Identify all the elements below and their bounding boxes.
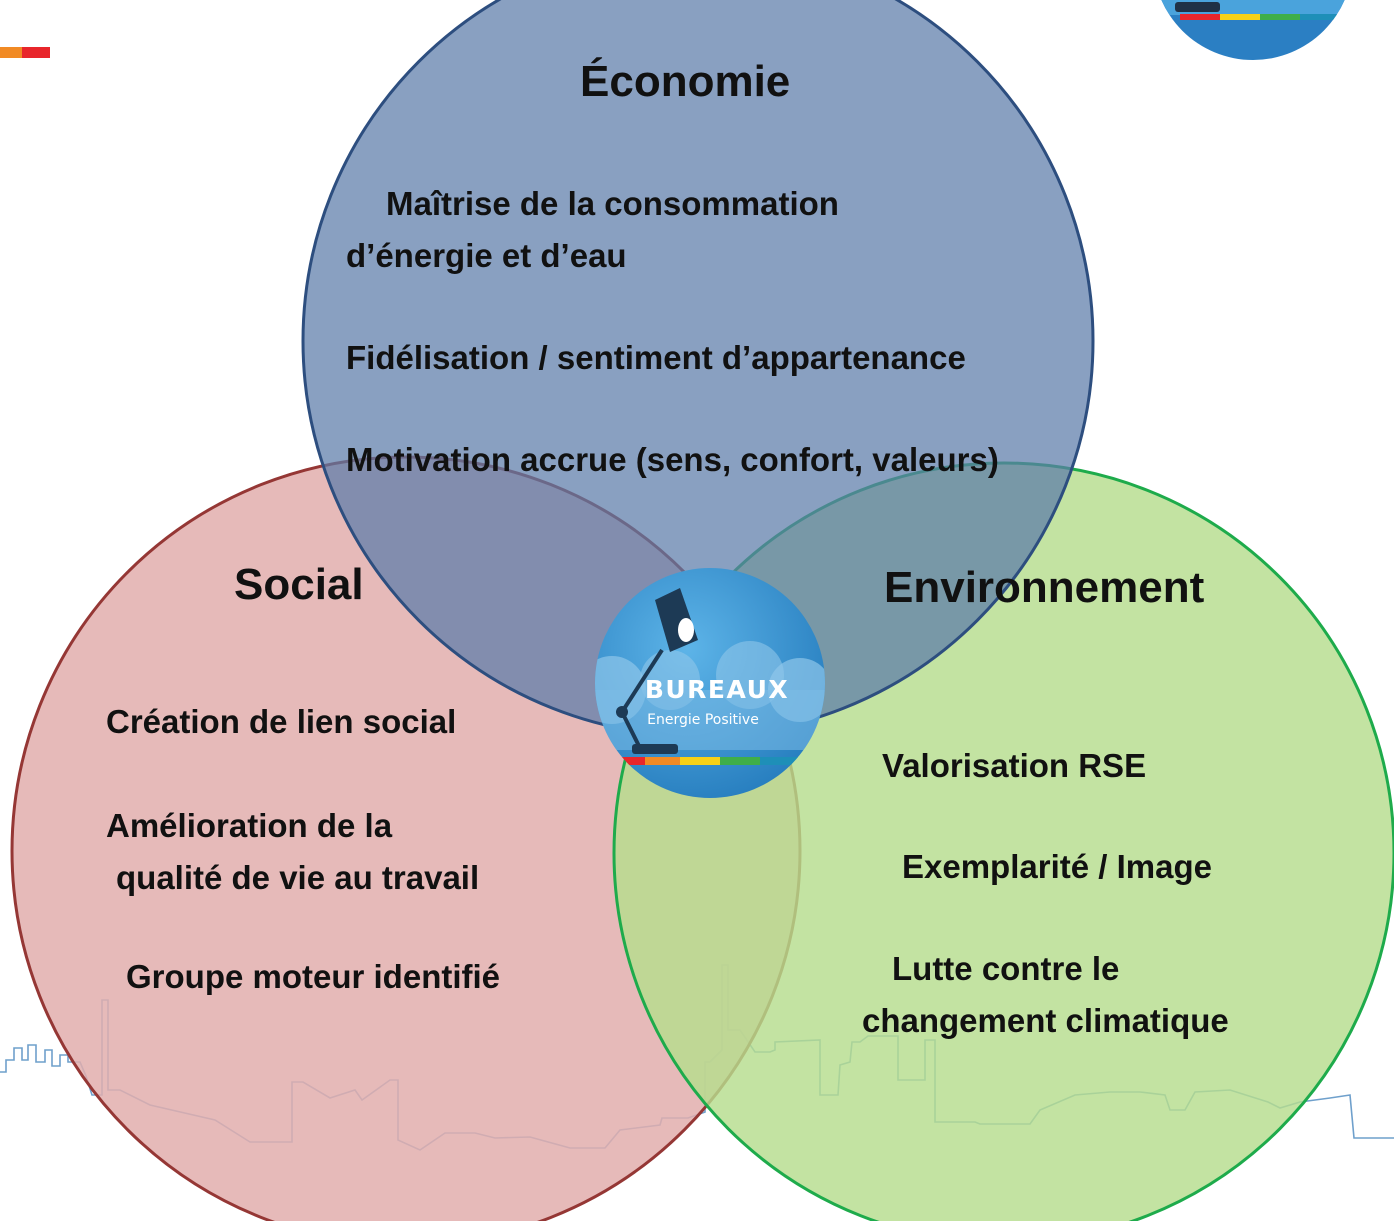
economy-item: Motivation accrue (sens, confort, valeur… (346, 441, 999, 478)
environment-item: changement climatique (862, 1002, 1229, 1039)
accent-bar (0, 47, 50, 58)
economy-item: Fidélisation / sentiment d’appartenance (346, 339, 966, 376)
center-logo-line2: Energie Positive (647, 712, 759, 728)
desk-lamp-icon (616, 588, 698, 754)
corner-logo-icon (1153, 0, 1353, 60)
center-logo: BUREAUX Energie Positive (595, 568, 825, 798)
environment-title: Environnement (884, 563, 1205, 612)
environment-item: Lutte contre le (892, 950, 1120, 987)
social-item: Groupe moteur identifié (126, 958, 501, 995)
social-item: Création de lien social (106, 703, 457, 740)
social-title: Social (234, 560, 364, 609)
center-logo-line1: BUREAUX (645, 675, 789, 704)
social-item: qualité de vie au travail (116, 859, 480, 896)
environment-item: Valorisation RSE (882, 747, 1147, 784)
social-item: Amélioration de la (106, 807, 393, 844)
economy-item: d’énergie et d’eau (346, 237, 627, 274)
economy-title: Économie (580, 57, 791, 106)
environment-item: Exemplarité / Image (902, 848, 1212, 885)
economy-item: Maîtrise de la consommation (386, 185, 839, 222)
